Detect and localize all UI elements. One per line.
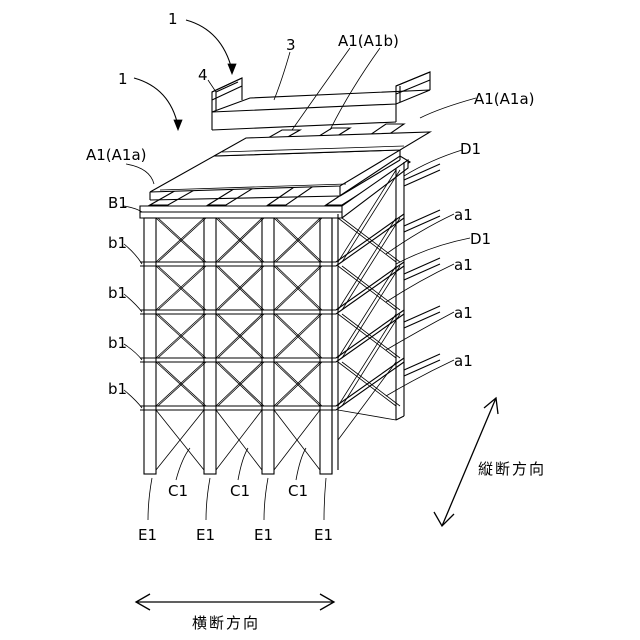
transverse-arrow (136, 594, 334, 610)
label-b1-4: b1 (108, 380, 127, 398)
label-unit-top: 1 (168, 10, 178, 28)
label-a1-2: a1 (454, 256, 473, 274)
leader-lines (124, 20, 476, 520)
label-b1-3: b1 (108, 334, 127, 352)
label-brace-d1-mid: D1 (470, 230, 491, 248)
label-b1-1: b1 (108, 234, 127, 252)
label-c1-2: C1 (230, 482, 250, 500)
label-a1-1: a1 (454, 206, 473, 224)
label-unit-left: 1 (118, 70, 128, 88)
front-frame (140, 218, 336, 474)
label-c1-3: C1 (288, 482, 308, 500)
label-b1-2: b1 (108, 284, 127, 302)
label-rail: 4 (198, 66, 208, 84)
label-cap-b1: B1 (108, 194, 128, 212)
label-longitudinal-direction: 縦断方向 (478, 460, 546, 478)
label-e1-1: E1 (138, 526, 157, 544)
label-beam-a1a-right: A1(A1a) (474, 90, 535, 108)
label-e1-3: E1 (254, 526, 273, 544)
label-transverse-direction: 横断方向 (192, 614, 260, 632)
top-deck (212, 72, 430, 130)
label-deck: 3 (286, 36, 296, 54)
label-c1-1: C1 (168, 482, 188, 500)
label-beam-a1b: A1(A1b) (338, 32, 399, 50)
label-brace-d1-top: D1 (460, 140, 481, 158)
label-a1-3: a1 (454, 304, 473, 322)
label-beam-a1a-left: A1(A1a) (86, 146, 147, 164)
label-e1-4: E1 (314, 526, 333, 544)
label-e1-2: E1 (196, 526, 215, 544)
label-a1-4: a1 (454, 352, 473, 370)
